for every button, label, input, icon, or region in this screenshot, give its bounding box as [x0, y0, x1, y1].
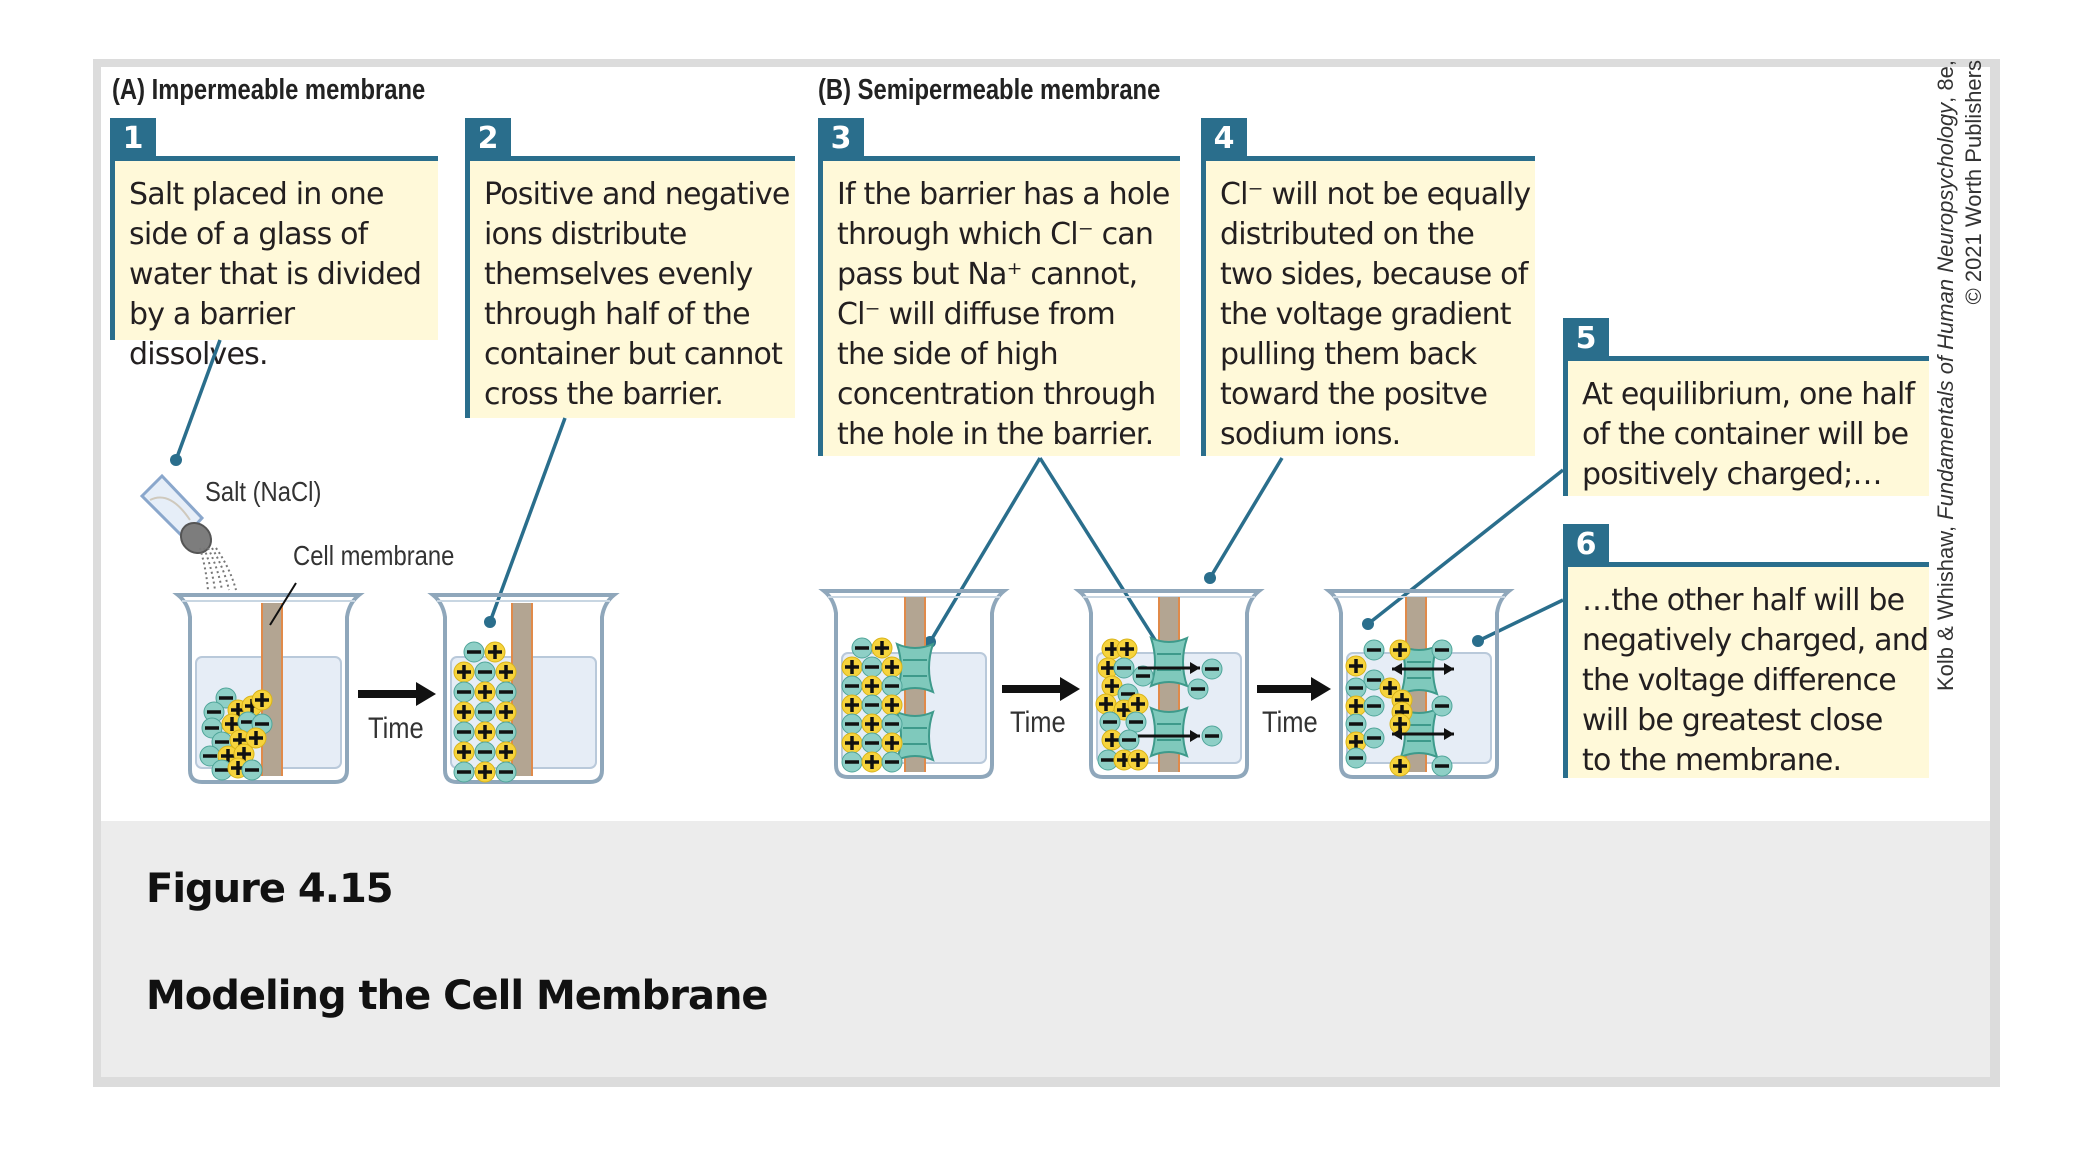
step-text-1: Salt placed in one side of a glass of wa…: [129, 177, 422, 372]
leader-line: [488, 417, 567, 623]
beaker-4: [1073, 589, 1265, 779]
leader-dot: [484, 616, 496, 628]
salt-stream: [207, 547, 223, 591]
salt-stream: [211, 547, 230, 591]
membrane-barrier: [512, 603, 532, 776]
time-label-3: Time: [1262, 706, 1318, 739]
step-badge-5: 5: [1563, 318, 1609, 358]
leader-dot: [1204, 572, 1216, 584]
step-text-6: …the other half will be negatively charg…: [1582, 583, 1929, 778]
beaker-glass: [818, 589, 1010, 779]
beaker-glass: [1323, 589, 1515, 779]
step-text-4: Cl⁻ will not be equally distributed on t…: [1220, 177, 1531, 452]
leader-line: [174, 339, 222, 461]
cell-membrane-pointer: [269, 582, 297, 626]
step-badge-6: 6: [1563, 524, 1609, 564]
beaker-glass: [427, 593, 620, 784]
step-badge-2: 2: [465, 118, 511, 158]
leader-line: [1208, 457, 1284, 579]
salt-stream: [203, 547, 216, 591]
step-badge-3: 3: [818, 118, 864, 158]
salt-stream: [199, 547, 209, 591]
salt-label: Salt (NaCl): [205, 476, 322, 507]
arrow-head: [1190, 662, 1200, 674]
time-arrow-1: [358, 682, 436, 706]
time-arrow-2: [1002, 677, 1080, 701]
step-box-5: At equilibrium, one half of the containe…: [1563, 356, 1929, 496]
beaker-glass: [172, 593, 365, 784]
leader-dot: [1472, 635, 1484, 647]
arrow-head: [1392, 663, 1402, 675]
salt-stream: [215, 547, 237, 591]
arrow-head: [1444, 663, 1454, 675]
step-text-3: If the barrier has a hole through which …: [837, 177, 1170, 452]
step-box-1: Salt placed in one side of a glass of wa…: [110, 156, 438, 372]
leader-line: [1366, 468, 1565, 626]
arrow-head: [1444, 728, 1454, 740]
beakers: [172, 582, 1515, 784]
step-box-2: Positive and negative ions distribute th…: [465, 156, 795, 418]
beaker-glass: [1073, 589, 1265, 779]
ion-channel: [895, 710, 935, 762]
time-arrow-3: [1257, 677, 1331, 701]
ion-channel: [1149, 636, 1189, 688]
section-a-title: (A) Impermeable membrane: [112, 74, 426, 106]
leader-line: [1477, 598, 1564, 643]
arrow-head: [1311, 677, 1331, 701]
shaker-body: [139, 473, 205, 541]
step-badge-4: 4: [1201, 118, 1247, 158]
step-box-3: If the barrier has a hole through which …: [818, 156, 1180, 456]
beaker-3: [818, 589, 1010, 779]
leader-dot: [1362, 618, 1374, 630]
step-badge-1: 1: [110, 118, 156, 158]
beaker-1: [172, 593, 365, 784]
salt-shaker-icon: [139, 473, 237, 591]
beaker-2: [427, 593, 620, 784]
figure-number: Figure 4.15: [146, 866, 394, 912]
arrow-head: [1060, 677, 1080, 701]
step-text-2: Positive and negative ions distribute th…: [484, 177, 790, 412]
shaker-cap: [179, 521, 213, 555]
shaker-salt: [149, 496, 191, 521]
ion-channel: [1149, 706, 1189, 758]
step-box-6: …the other half will be negatively charg…: [1563, 562, 1929, 778]
leader-line: [1038, 457, 1171, 663]
step-text-5: At equilibrium, one half of the containe…: [1582, 377, 1915, 492]
caption-band: [101, 821, 1990, 1077]
figure-title: Modeling the Cell Membrane: [146, 973, 769, 1019]
leader-dot: [170, 454, 182, 466]
section-b-title: (B) Semipermeable membrane: [818, 74, 1161, 106]
ion-channel: [895, 642, 935, 694]
membrane-barrier: [262, 603, 282, 776]
leader-lines: [170, 339, 1565, 668]
time-label-2: Time: [1010, 706, 1066, 739]
arrow-head: [1392, 728, 1402, 740]
leader-line: [928, 457, 1042, 643]
beaker-5: [1323, 589, 1515, 779]
cell-membrane-label: Cell membrane: [293, 540, 455, 571]
step-box-4: Cl⁻ will not be equally distributed on t…: [1201, 156, 1535, 456]
time-label-1: Time: [368, 712, 424, 745]
arrow-head: [1190, 730, 1200, 742]
arrow-head: [416, 682, 436, 706]
